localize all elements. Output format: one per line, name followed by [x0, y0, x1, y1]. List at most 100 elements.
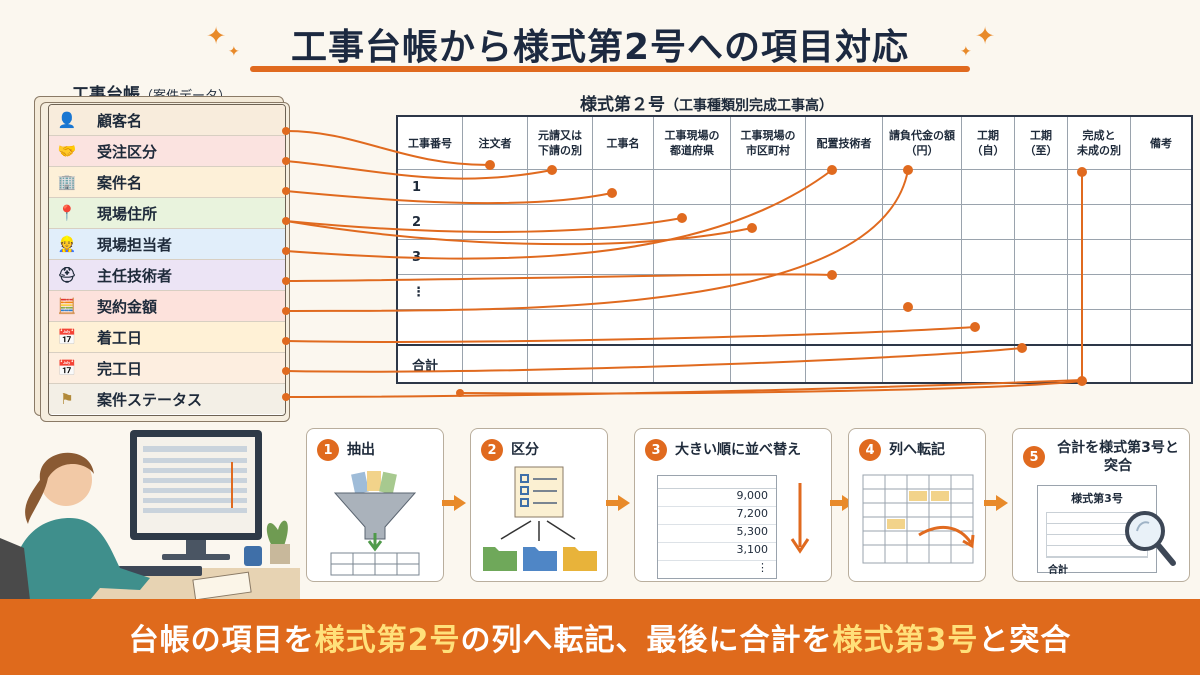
step-title: 合計を様式第3号と突合 — [1057, 440, 1179, 474]
col-header: 工事現場の 市区町村 — [730, 115, 806, 170]
ledger-item-label: 案件名 — [97, 173, 143, 192]
table-cell — [592, 344, 654, 384]
form3-total-label: 合計 — [1048, 565, 1068, 576]
person-hair — [25, 452, 94, 524]
ledger-item-label: 顧客名 — [97, 111, 143, 130]
table-cell — [961, 274, 1015, 310]
arrow-down-icon — [790, 483, 810, 554]
ledger-item-label: 現場住所 — [97, 204, 158, 223]
sorted-value: ⋮ — [757, 561, 768, 574]
table-cell — [527, 239, 593, 275]
table-cell — [462, 239, 528, 275]
arrow-right-icon — [984, 495, 1008, 511]
table-cell: 3 — [396, 239, 463, 275]
table-cell — [592, 169, 654, 205]
ledger-item: 📅着工日 — [49, 322, 285, 353]
table-cell — [805, 274, 883, 310]
ledger-item-label: 完工日 — [97, 359, 143, 378]
table-cell — [961, 169, 1015, 205]
table-cell — [462, 344, 528, 384]
table-cell — [462, 274, 528, 310]
table-cell — [730, 274, 806, 310]
transfer-grid-icon — [862, 474, 975, 564]
ledger-item-label: 主任技術者 — [97, 266, 173, 285]
table-cell — [653, 239, 731, 275]
table-cell — [805, 344, 883, 384]
form2-table: 工事番号 注文者 元請又は 下請の別 工事名 工事現場の 都道府県 工事現場の … — [396, 115, 1193, 384]
table-cell: 合計 — [396, 344, 463, 384]
table-cell — [882, 239, 962, 275]
table-cell — [805, 309, 883, 346]
ledger-item-label: 受注区分 — [97, 142, 158, 161]
monitor-screen — [137, 437, 255, 533]
location-pin-icon: 📍 — [57, 204, 77, 222]
table-cell — [527, 169, 593, 205]
table-cell: ⋮ — [396, 274, 463, 310]
table-cell — [653, 204, 731, 240]
table-row: 2 — [396, 204, 1193, 240]
table-cell — [730, 239, 806, 275]
handshake-icon: 🤝 — [57, 142, 77, 160]
checklist-to-folders-icon — [483, 466, 597, 571]
title-underline — [250, 66, 970, 72]
person-body — [10, 518, 150, 600]
table-cell — [882, 204, 962, 240]
table-cell — [961, 239, 1015, 275]
table-cell — [653, 274, 731, 310]
sorted-value: 9,000 — [658, 489, 776, 507]
table-cell — [1130, 344, 1193, 384]
table-cell — [1130, 239, 1193, 275]
calendar-icon: 📅 — [57, 359, 77, 377]
step-number: 4 — [859, 439, 881, 461]
banner-highlight-form3: 様式第3号 — [832, 623, 979, 658]
table-cell — [730, 344, 806, 384]
table-cell — [1067, 169, 1131, 205]
plant-pot — [270, 544, 290, 564]
table-cell — [1067, 204, 1131, 240]
page-title: 工事台帳から様式第2号への項目対応 — [290, 27, 910, 68]
form-subtitle: （工事種類別完成工事高） — [665, 98, 833, 114]
table-cell — [1130, 274, 1193, 310]
banner-text-1: 台帳の項目を — [128, 623, 315, 658]
ledger-item: ⚑案件ステータス — [49, 384, 285, 414]
ledger-item: 👷現場担当者 — [49, 229, 285, 260]
table-cell — [527, 204, 593, 240]
ledger-item-label: 着工日 — [97, 328, 143, 347]
ledger-item-label: 案件ステータス — [97, 390, 203, 409]
table-cell — [653, 344, 731, 384]
table-cell — [462, 169, 528, 205]
table-cell — [1130, 169, 1193, 205]
sorted-value: 5,300 — [658, 525, 776, 543]
building-icon: 🏢 — [57, 173, 77, 191]
monitor-stand — [186, 540, 206, 556]
table-cell — [805, 204, 883, 240]
table-cell — [730, 204, 806, 240]
table-cell — [527, 344, 593, 384]
step-number: 3 — [645, 439, 667, 461]
table-cell — [1067, 274, 1131, 310]
table-cell — [1067, 344, 1131, 384]
table-cell — [882, 344, 962, 384]
worker-icon: 👷 — [57, 235, 77, 253]
table-cell — [527, 274, 593, 310]
col-header: 配置技術者 — [805, 115, 883, 170]
table-cell — [592, 309, 654, 346]
funnel-icon — [330, 471, 420, 576]
banner-text-2: の列へ転記、最後に合計を — [460, 623, 833, 658]
table-row: ⋮ — [396, 274, 1193, 310]
table-cell — [1014, 204, 1068, 240]
magnifier-icon — [1125, 511, 1176, 566]
col-header: 工期 （自） — [961, 115, 1015, 170]
col-header: 注文者 — [462, 115, 528, 170]
person-icon: 👤 — [57, 111, 77, 129]
table-cell — [882, 169, 962, 205]
plant-leaves — [266, 520, 288, 546]
sparkle-icon: ✦ — [206, 22, 227, 50]
table-cell — [730, 309, 806, 346]
summary-banner: 台帳の項目を様式第2号の列へ転記、最後に合計を様式第3号と突合 — [0, 599, 1200, 675]
col-header: 備考 — [1130, 115, 1193, 170]
person-at-computer-illustration — [0, 430, 300, 600]
table-cell: 1 — [396, 169, 463, 205]
